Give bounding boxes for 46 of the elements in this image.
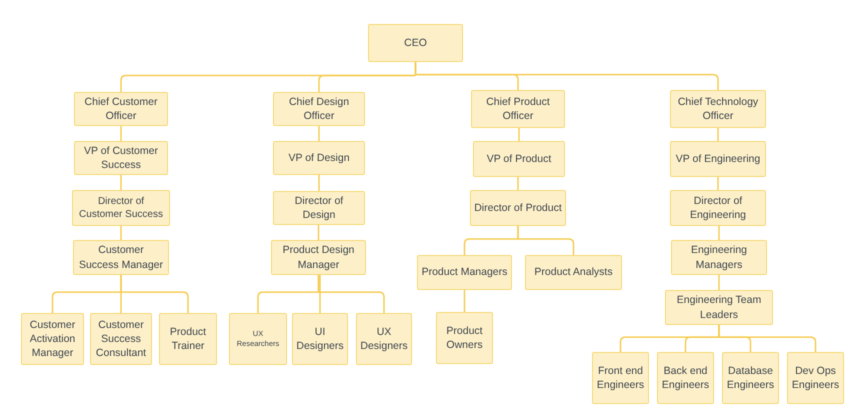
connector-line xyxy=(318,274,385,314)
role-box: Customer Activation Manager xyxy=(21,313,84,365)
role-box: Chief Product Officer xyxy=(471,90,565,128)
role-box: Dev Ops Engineers xyxy=(787,352,844,404)
connector-line xyxy=(518,128,520,141)
connector-line xyxy=(717,177,719,190)
role-box: Director of Customer Success xyxy=(72,190,170,226)
connector-line xyxy=(318,126,320,141)
role-box: CEO xyxy=(368,24,463,62)
role-box: VP of Design xyxy=(273,141,365,175)
connector-line xyxy=(120,126,122,141)
role-box: VP of Customer Success xyxy=(74,141,168,175)
role-box: Engineering Team Leaders xyxy=(665,290,773,325)
connector-line xyxy=(464,290,466,312)
role-box: Director of Product xyxy=(470,190,566,226)
connector-line xyxy=(120,175,122,190)
role-box: Chief Technology Officer xyxy=(670,90,766,128)
role-box: Engineering Managers xyxy=(671,240,767,275)
role-box: Product Owners xyxy=(436,312,493,364)
role-box: Chief Design Officer xyxy=(273,92,365,126)
role-box: VP of Product xyxy=(473,141,565,177)
role-box: Director of Design xyxy=(273,191,365,225)
role-box: Product Managers xyxy=(417,255,512,290)
connector-line xyxy=(120,274,189,314)
role-box: VP of Engineering xyxy=(670,141,766,177)
connector-line xyxy=(718,226,720,240)
connector-line xyxy=(120,226,122,240)
role-box: UI Designers xyxy=(292,313,348,365)
role-box: Back end Engineers xyxy=(657,352,714,404)
role-box: Product Trainer xyxy=(159,313,217,365)
role-box: Customer Success Consultant xyxy=(90,313,152,365)
connector-line xyxy=(319,275,321,313)
role-box: Chief Customer Officer xyxy=(74,92,168,126)
role-box: Director of Engineering xyxy=(670,190,766,226)
role-box: Database Engineers xyxy=(722,352,779,404)
connector-line xyxy=(718,275,720,290)
role-box: Front end Engineers xyxy=(592,352,649,404)
role-box: Product Analysts xyxy=(525,255,622,290)
role-box: UX Designers xyxy=(356,313,412,365)
role-box: Customer Success Manager xyxy=(73,240,169,275)
connector-line xyxy=(318,175,320,191)
connector-line xyxy=(517,225,574,256)
role-box: Product Design Manager xyxy=(271,240,366,275)
connector-line xyxy=(717,128,719,141)
connector-line xyxy=(517,177,519,190)
connector-line xyxy=(318,225,320,240)
